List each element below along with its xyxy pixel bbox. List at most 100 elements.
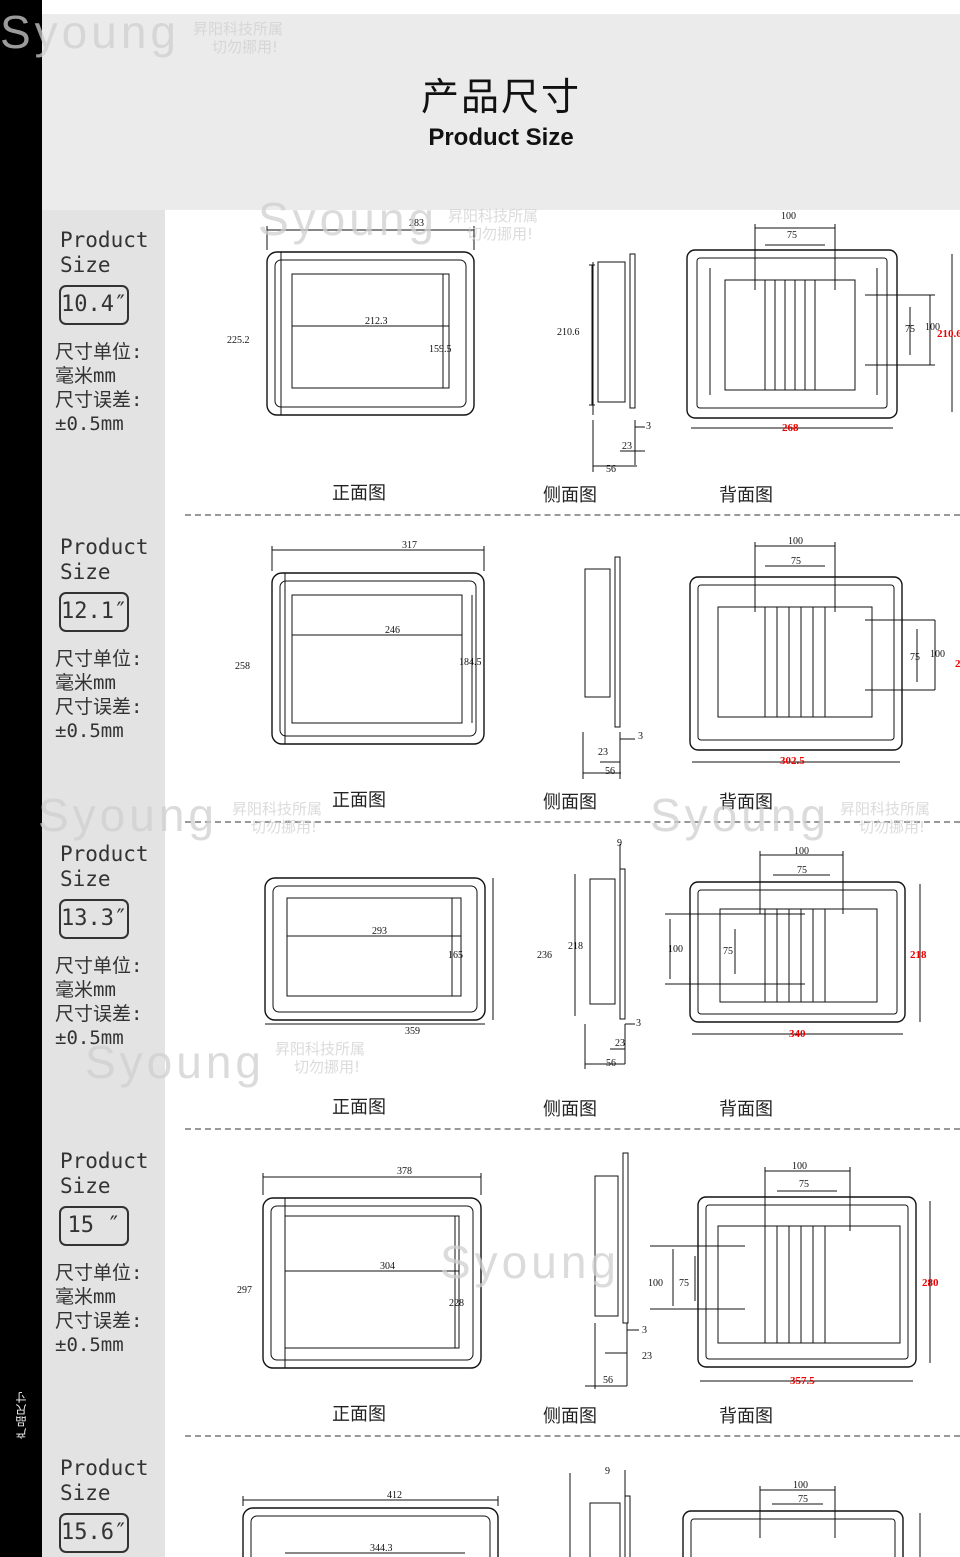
- svg-text:159.5: 159.5: [429, 344, 452, 355]
- svg-text:23: 23: [622, 441, 632, 452]
- dimension-drawing: 293 165 236 359 9 218 3 23 56 100 75 100…: [264, 838, 927, 1069]
- side-view-drawing: [589, 253, 645, 472]
- svg-text:184.5: 184.5: [459, 657, 482, 668]
- svg-text:56: 56: [606, 464, 616, 475]
- svg-text:3: 3: [642, 1325, 647, 1336]
- svg-text:75: 75: [791, 556, 801, 567]
- size-badge: 15 ″: [59, 1206, 129, 1246]
- svg-text:23: 23: [642, 1351, 652, 1362]
- svg-text:268: 268: [782, 422, 799, 434]
- svg-text:258: 258: [235, 661, 250, 672]
- section-divider: [185, 1435, 960, 1437]
- side-view-caption: 侧面图: [543, 1406, 597, 1427]
- front-view-drawing: [266, 226, 475, 416]
- section-divider: [185, 821, 960, 823]
- svg-text:3: 3: [636, 1018, 641, 1029]
- svg-text:100: 100: [793, 1480, 808, 1491]
- svg-text:344.3: 344.3: [370, 1543, 393, 1554]
- svg-text:100: 100: [788, 536, 803, 547]
- svg-text:75: 75: [905, 324, 915, 335]
- svg-text:100: 100: [668, 944, 683, 955]
- top-gap: [42, 0, 960, 14]
- size-badge: 13.3″: [59, 899, 129, 939]
- side-view-caption: 侧面图: [543, 1099, 597, 1120]
- svg-text:293: 293: [372, 926, 387, 937]
- svg-text:165: 165: [448, 950, 463, 961]
- page-subtitle: Product Size: [428, 124, 574, 151]
- svg-text:56: 56: [606, 1058, 616, 1069]
- size-badge: 10.4″: [59, 285, 129, 325]
- svg-text:218: 218: [910, 949, 927, 961]
- svg-text:280: 280: [922, 1277, 939, 1289]
- section-divider: [185, 1128, 960, 1130]
- dimension-drawing: 412 344.3 9 100 75: [242, 1466, 921, 1557]
- svg-text:23: 23: [598, 747, 608, 758]
- dimension-drawing: 378 297 304 228 3 23 56 100 75 100 75 28…: [237, 1152, 939, 1389]
- svg-text:3: 3: [638, 731, 643, 742]
- svg-text:9: 9: [605, 1466, 610, 1477]
- side-view-caption: 侧面图: [543, 792, 597, 813]
- svg-text:100: 100: [792, 1161, 807, 1172]
- svg-text:56: 56: [605, 766, 615, 777]
- svg-text:212.3: 212.3: [365, 316, 388, 327]
- front-view-caption: 正面图: [332, 1097, 386, 1118]
- svg-text:218: 218: [568, 941, 583, 952]
- size-badge: 15.6″: [59, 1513, 129, 1553]
- svg-text:304: 304: [380, 1261, 395, 1272]
- svg-text:100: 100: [648, 1278, 663, 1289]
- svg-text:100: 100: [930, 649, 945, 660]
- back-view-caption: 背面图: [719, 1099, 773, 1120]
- svg-text:359: 359: [405, 1026, 420, 1037]
- svg-text:210.6: 210.6: [557, 327, 580, 338]
- svg-text:56: 56: [603, 1375, 613, 1386]
- svg-text:3: 3: [646, 421, 651, 432]
- back-view-caption: 背面图: [719, 1406, 773, 1427]
- svg-text:100: 100: [925, 322, 940, 333]
- svg-text:23: 23: [615, 1038, 625, 1049]
- svg-text:246: 246: [385, 625, 400, 636]
- page-header: 产品尺寸 Product Size: [42, 14, 960, 210]
- back-view-caption: 背面图: [719, 485, 773, 506]
- svg-text:75: 75: [798, 1494, 808, 1505]
- dimension-drawing: 283 225.2 212.3 159.5 210.6 3 23 56 100 …: [227, 211, 960, 475]
- svg-text:100: 100: [781, 211, 796, 222]
- svg-text:302.5: 302.5: [780, 755, 805, 767]
- section-divider: [185, 514, 960, 516]
- front-view-caption: 正面图: [332, 1404, 386, 1425]
- svg-text:210.6: 210.6: [937, 328, 960, 340]
- dimension-drawing: 317 258 246 184.5 3 23 56 100 75 75 100 …: [235, 536, 960, 779]
- svg-text:412: 412: [387, 1490, 402, 1501]
- svg-text:297: 297: [237, 1285, 252, 1296]
- svg-text:75: 75: [799, 1179, 809, 1190]
- svg-text:75: 75: [797, 865, 807, 876]
- back-view-caption: 背面图: [719, 792, 773, 813]
- svg-text:357.5: 357.5: [790, 1375, 815, 1387]
- svg-text:100: 100: [794, 846, 809, 857]
- size-badge: 12.1″: [59, 592, 129, 632]
- svg-text:75: 75: [723, 946, 733, 957]
- svg-text:9: 9: [617, 838, 622, 849]
- page-title: 产品尺寸: [420, 75, 581, 119]
- svg-text:225.2: 225.2: [227, 335, 250, 346]
- side-bar-label: 产品尺寸: [15, 1391, 28, 1439]
- front-view-caption: 正面图: [332, 790, 386, 811]
- svg-text:340: 340: [789, 1028, 806, 1040]
- svg-text:283: 283: [409, 218, 424, 229]
- svg-text:75: 75: [787, 230, 797, 241]
- svg-text:317: 317: [402, 540, 417, 551]
- svg-text:236: 236: [537, 950, 552, 961]
- left-side-bar: 产品尺寸: [0, 0, 42, 1557]
